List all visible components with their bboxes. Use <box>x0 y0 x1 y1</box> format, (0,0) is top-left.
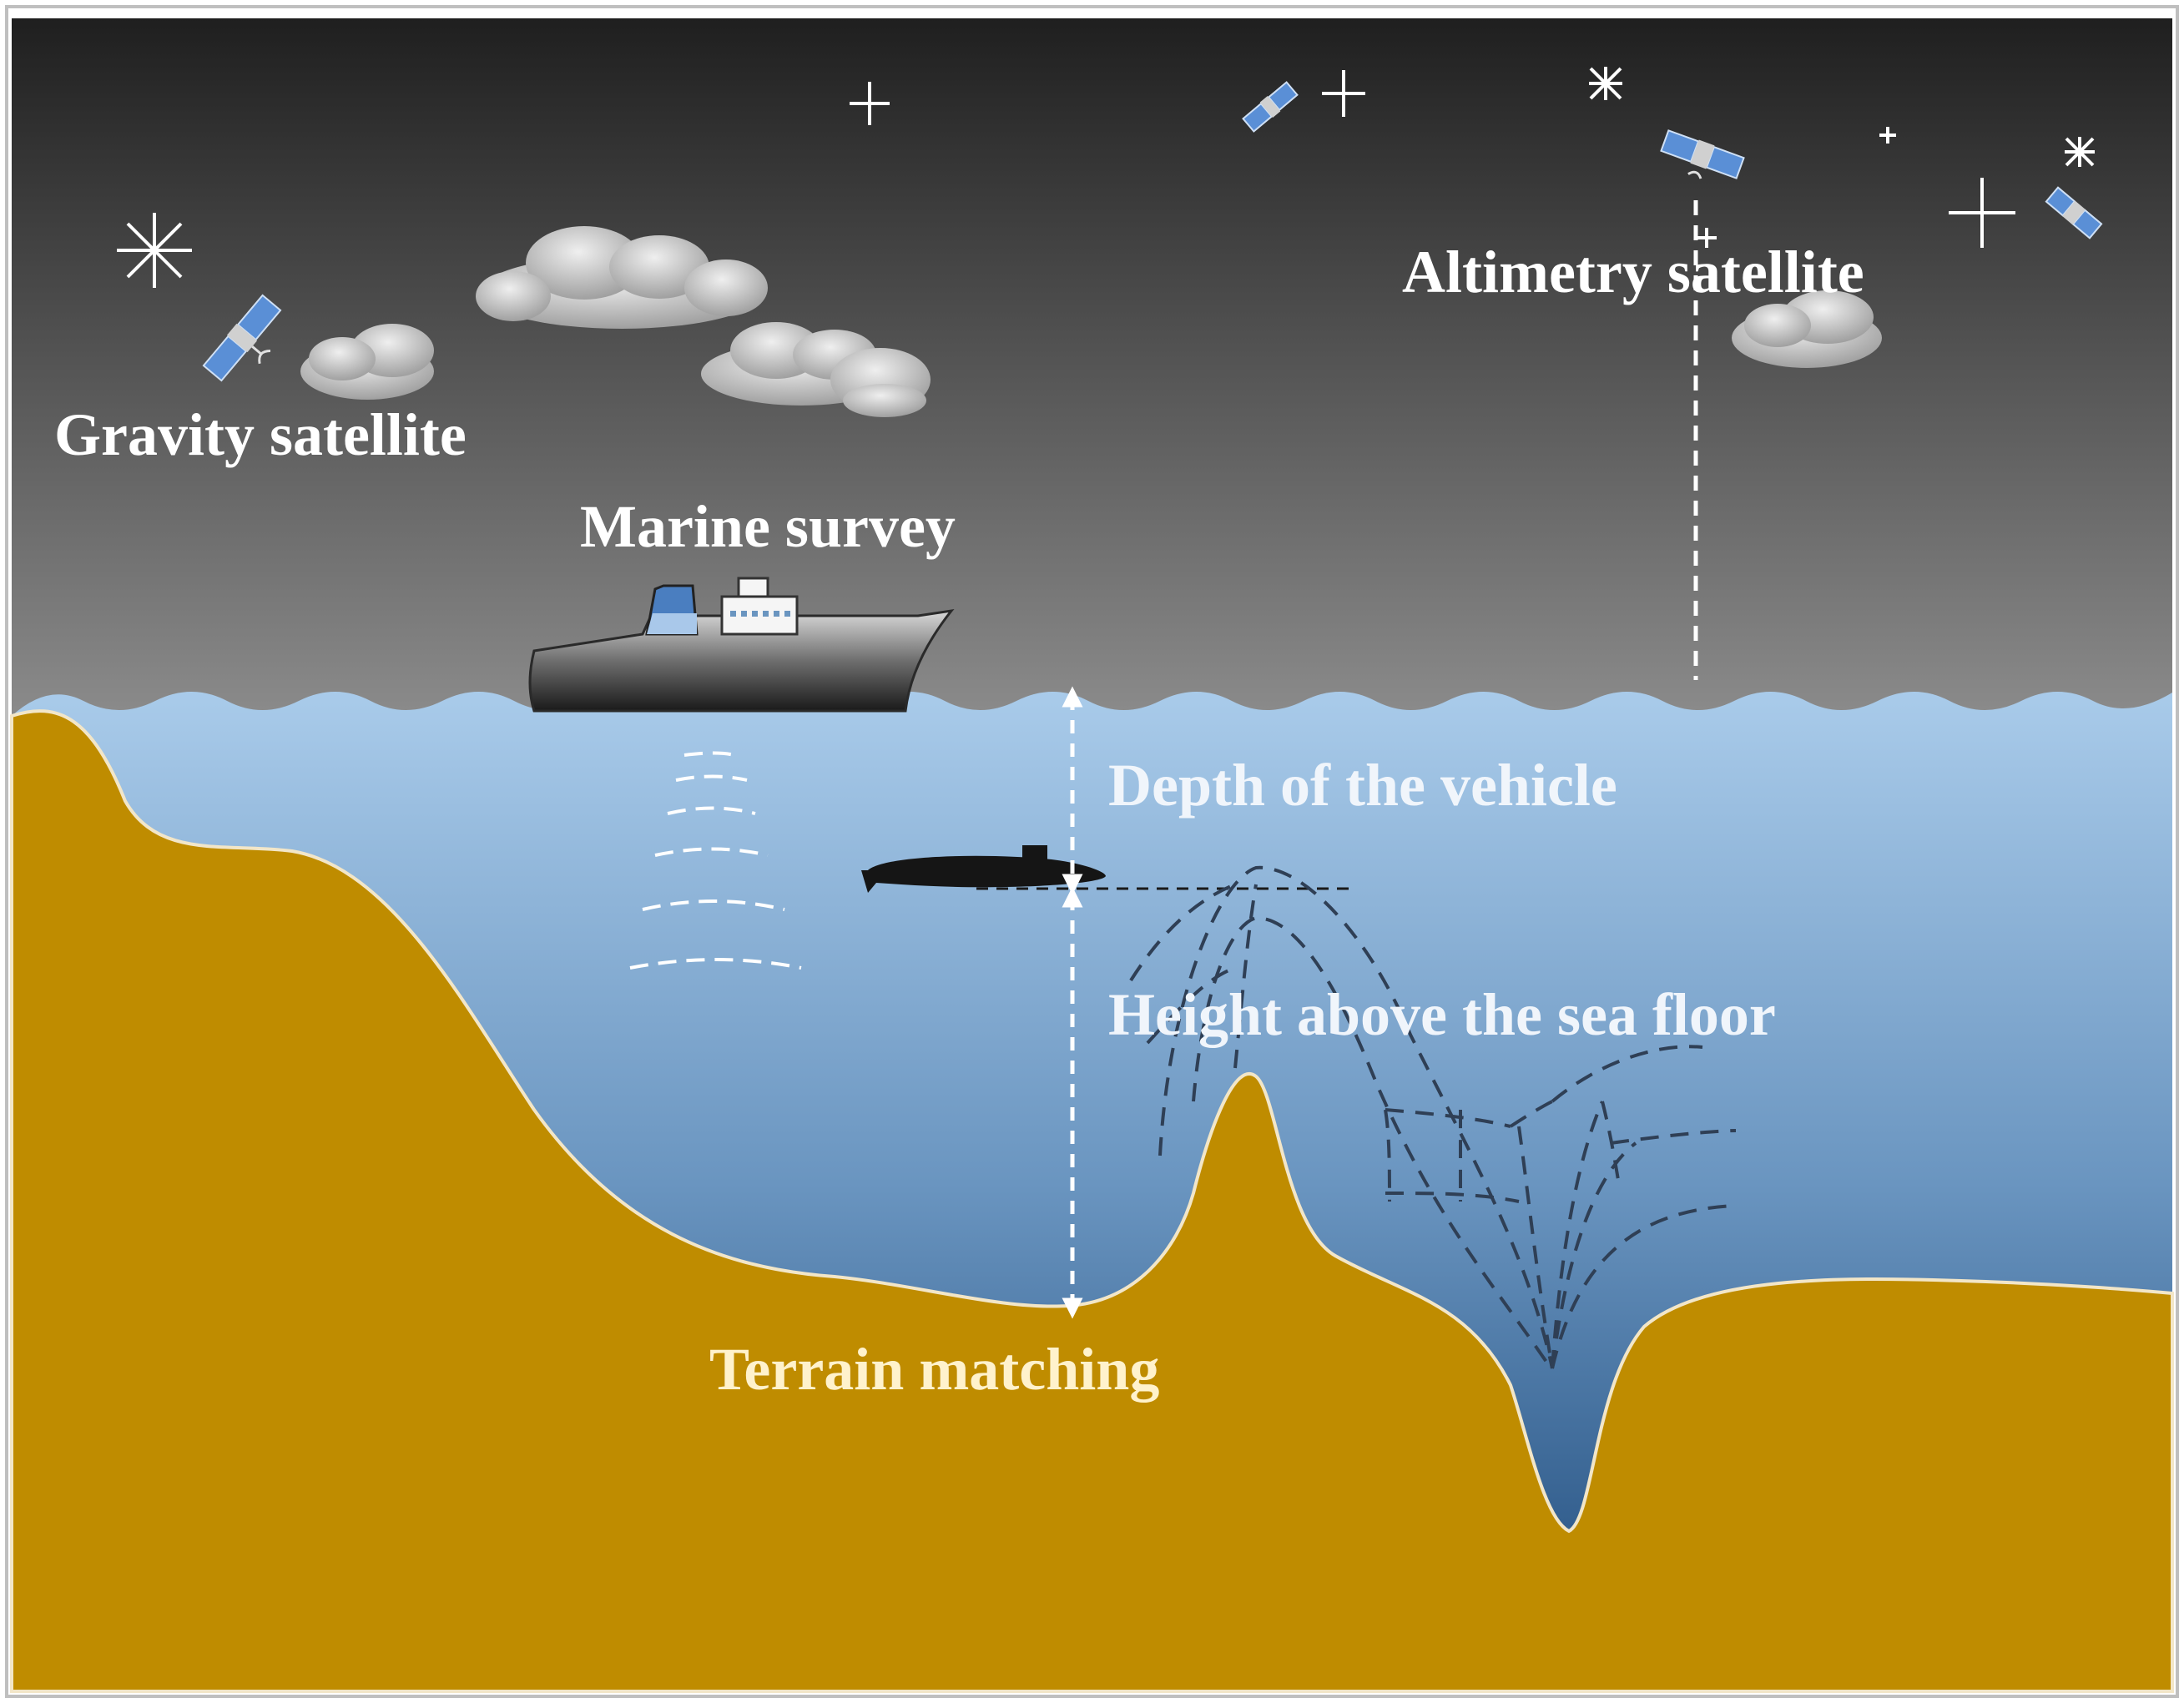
depth-of-vehicle-label: Depth of the vehicle <box>1108 752 1617 819</box>
terrain-matching-label: Terrain matching <box>709 1336 1159 1403</box>
cloud-icon <box>1732 290 1882 368</box>
gravity-field-lines-icon <box>1129 865 1737 1369</box>
cloud-icon <box>476 226 768 329</box>
altimetry-satellite-label: Altimetry satellite <box>1402 239 1864 305</box>
star-icon <box>1697 228 1717 248</box>
satellite-icon <box>1660 129 1745 179</box>
cloud-icon <box>701 322 931 417</box>
star-icon <box>1322 70 1365 117</box>
star-icon <box>1879 127 1896 144</box>
star-icon <box>2065 137 2095 167</box>
submarine-icon <box>861 845 1106 893</box>
star-icon <box>1949 178 2015 248</box>
ship-icon <box>528 577 955 713</box>
star-icon <box>1589 67 1622 100</box>
star-icon <box>117 213 192 288</box>
sonar-waves-icon <box>629 751 802 970</box>
gravity-satellite-label: Gravity satellite <box>54 401 467 468</box>
stars <box>117 67 2095 288</box>
height-above-sea-floor-label: Height above the sea floor <box>1108 981 1776 1048</box>
seafloor <box>10 709 2174 1693</box>
satellite-icon <box>1242 81 1299 133</box>
satellite-icon <box>202 294 282 382</box>
star-icon <box>850 82 890 125</box>
marine-survey-label: Marine survey <box>580 493 956 560</box>
clouds <box>300 226 1882 417</box>
satellite-icon <box>2045 186 2103 239</box>
cloud-icon <box>300 324 434 400</box>
